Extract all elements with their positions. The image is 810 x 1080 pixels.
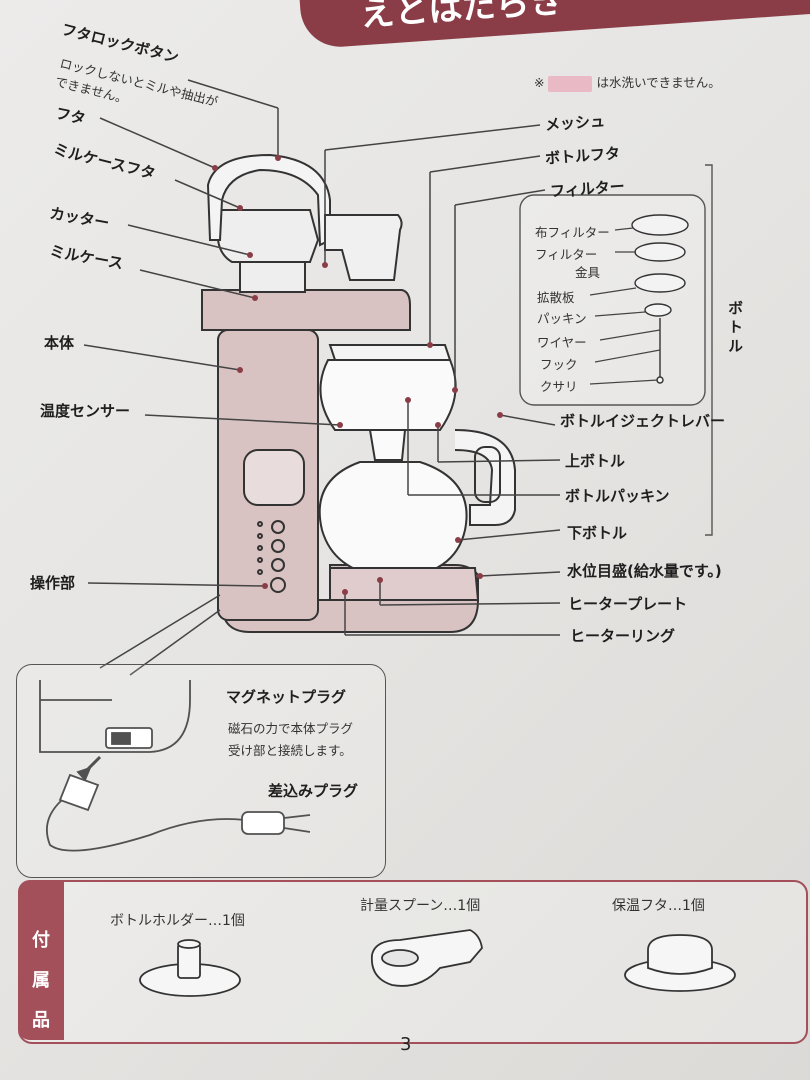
label-water-level: 水位目盛(給水量です。) xyxy=(567,562,722,580)
accessories-side-tab: 付 属 品 xyxy=(18,880,64,1040)
label-cloth-filter: 布フィルター xyxy=(535,225,610,240)
label-warming-lid: 保温フタ…1個 xyxy=(612,898,705,914)
label-bottle-holder: ボトルホルダー…1個 xyxy=(110,913,245,929)
plug-detail-box xyxy=(16,664,386,878)
label-chain: クサリ xyxy=(540,379,578,394)
label-magnet-plug: マグネットプラグ xyxy=(226,688,347,706)
magnet-desc-line2: 受け部と接続します。 xyxy=(228,743,352,758)
label-filter-fitting-2: 金具 xyxy=(575,265,601,280)
label-lower-bottle: 下ボトル xyxy=(567,524,628,542)
label-temp-sensor: 温度センサー xyxy=(40,402,131,420)
coffee-maker-diagram xyxy=(39,79,713,852)
label-heater-ring: ヒーターリング xyxy=(570,627,676,645)
wash-note: ※ は水洗いできません。 xyxy=(534,75,721,92)
wash-color-swatch xyxy=(548,75,593,92)
label-body: 本体 xyxy=(44,334,75,352)
page-number: 3 xyxy=(400,1034,412,1055)
label-eject-lever: ボトルイジェクトレバー xyxy=(560,412,726,430)
label-hook: フック xyxy=(540,357,578,372)
label-bottle-packing: ボトルパッキン xyxy=(565,487,670,505)
label-wire: ワイヤー xyxy=(537,335,587,350)
label-insert-plug: 差込みプラグ xyxy=(268,782,359,800)
label-bottle-group: ボトル xyxy=(726,300,744,357)
label-control-panel: 操作部 xyxy=(30,574,76,592)
label-filter-fitting-1: フィルター xyxy=(535,247,598,262)
label-measuring-spoon: 計量スプーン…1個 xyxy=(360,898,481,914)
label-upper-bottle: 上ボトル xyxy=(565,452,626,470)
label-heater-plate: ヒータープレート xyxy=(568,595,688,613)
label-packing: パッキン xyxy=(537,311,587,326)
magnet-desc-line1: 磁石の力で本体プラグ xyxy=(228,721,354,736)
label-diffuser: 拡散板 xyxy=(537,290,575,305)
